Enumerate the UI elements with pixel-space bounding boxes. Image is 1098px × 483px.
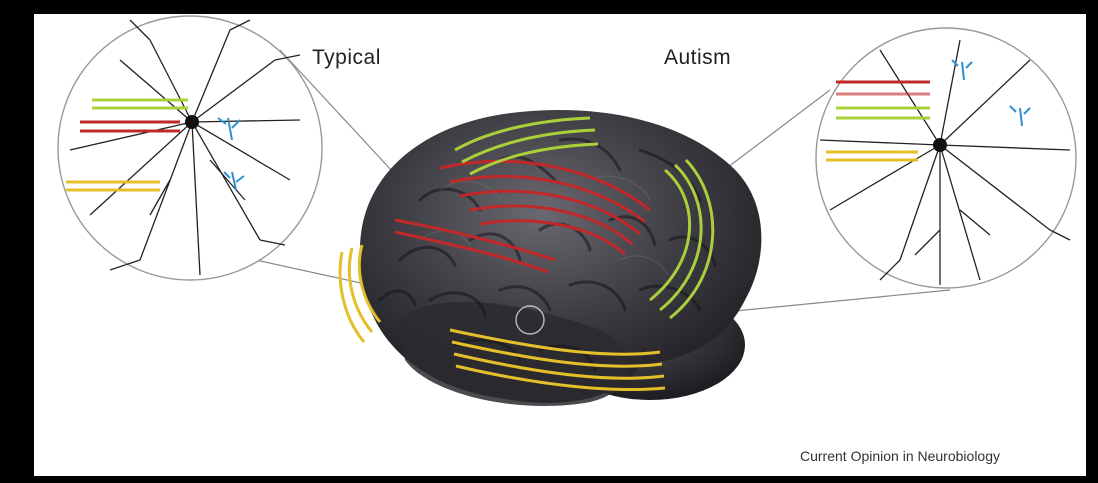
- typical-label: Typical: [312, 46, 381, 70]
- journal-credit: Current Opinion in Neurobiology: [800, 448, 1000, 464]
- autism-neuron-circle-icon: [816, 28, 1076, 288]
- typical-neuron-circle-icon: [58, 16, 322, 280]
- autism-label: Autism: [664, 46, 731, 70]
